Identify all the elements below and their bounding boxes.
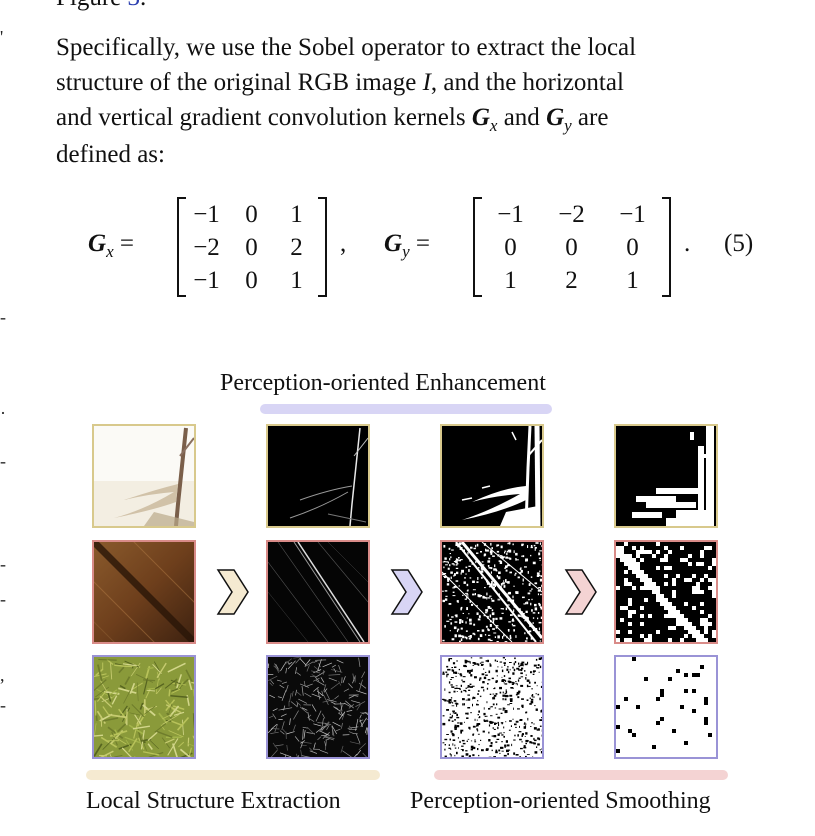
matrix-entry: 0 (245, 267, 258, 294)
row1-enhanced-image (440, 424, 544, 528)
image-symbol: I (422, 69, 431, 96)
paragraph-line: and vertical gradient convolution kernel… (56, 104, 609, 135)
row3-smoothed-image (614, 655, 718, 759)
matrix-entry: 0 (245, 234, 258, 261)
matrix-entry: 2 (565, 267, 578, 294)
row1-smoothed-image (614, 424, 718, 528)
enhancement-bar (260, 404, 552, 414)
matrix-entry: 1 (626, 267, 639, 294)
matrix-entry: −1 (619, 201, 646, 228)
matrix-entry: 0 (626, 234, 639, 261)
row3-enhanced-image (440, 655, 544, 759)
paragraph-line: Specifically, we use the Sobel operator … (56, 34, 637, 61)
matrix-brackets (473, 197, 671, 297)
margin-mark: - (0, 307, 6, 327)
matrix-entry: 2 (290, 234, 303, 261)
matrix-entry: 1 (290, 201, 303, 228)
row1-structure-image (266, 424, 370, 528)
paragraph-line: structure of the original RGB image I, a… (56, 69, 624, 96)
matrix-entry: −2 (558, 201, 585, 228)
matrix-entry: 1 (504, 267, 517, 294)
margin-mark: - (0, 589, 6, 609)
matrix-entry: −1 (193, 201, 220, 228)
pink-chevron-icon (564, 569, 597, 615)
bottom-left-caption: Local Structure Extraction (86, 788, 341, 814)
matrix-entry: 0 (565, 234, 578, 261)
top-caption: Perception-oriented Enhancement (220, 370, 546, 396)
equation-number: (5) (724, 230, 754, 257)
figure-reference-link[interactable]: 3 (128, 0, 141, 11)
equation-period: . (684, 230, 691, 257)
matrix-entry: 1 (290, 267, 303, 294)
gy-matrix: −1 −2 −1 0 0 0 1 2 1 (472, 196, 672, 298)
margin-mark: - (0, 554, 6, 574)
row2-enhanced-image (440, 540, 544, 644)
matrix-brackets (177, 197, 327, 297)
margin-mark: , (0, 665, 5, 685)
smoothing-bar (434, 770, 728, 780)
matrix-entry: 0 (504, 234, 517, 261)
matrix-entry: −1 (193, 267, 220, 294)
bottom-right-caption: Perception-oriented Smoothing (410, 788, 711, 814)
row2-original-image (92, 540, 196, 644)
gy-lhs: Gy = (384, 230, 430, 261)
figure-word: Figure (56, 0, 128, 11)
previous-line-fragment: Figure 3. (56, 0, 146, 12)
margin-mark: · (0, 403, 6, 423)
paragraph-line: defined as: (56, 141, 165, 168)
row2-structure-image (266, 540, 370, 644)
margin-mark: ' (0, 27, 4, 47)
gy-symbol: G (546, 104, 565, 131)
lavender-chevron-icon (390, 569, 423, 615)
margin-mark: - (0, 695, 6, 715)
row2-smoothed-image (614, 540, 718, 644)
matrix-entry: 0 (245, 201, 258, 228)
margin-mark: - (0, 451, 6, 471)
row3-structure-image (266, 655, 370, 759)
matrix-entry: −1 (497, 201, 524, 228)
body-paragraph: Specifically, we use the Sobel operator … (56, 30, 756, 172)
extraction-bar (86, 770, 380, 780)
row1-original-image (92, 424, 196, 528)
gx-matrix: −1 0 1 −2 0 2 −1 0 1 (176, 196, 328, 298)
gx-lhs: Gx = (88, 230, 134, 261)
equation-comma: , (340, 230, 347, 257)
gx-symbol: G (471, 104, 490, 131)
matrix-entry: −2 (193, 234, 220, 261)
beige-chevron-icon (216, 569, 249, 615)
row3-original-image (92, 655, 196, 759)
